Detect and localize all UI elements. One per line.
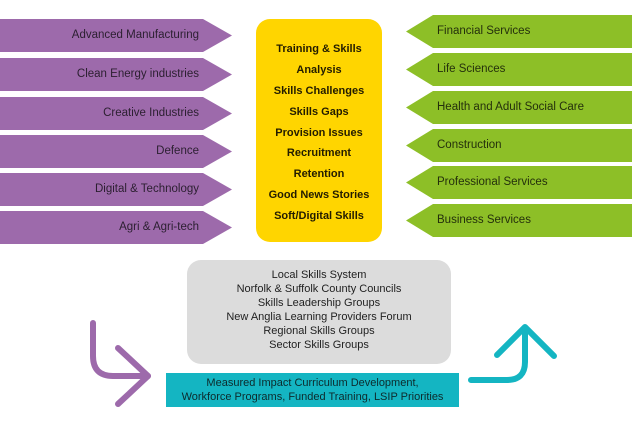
- arrow-shape: [406, 53, 632, 86]
- arrow-shape: [406, 204, 632, 237]
- arrow-shape: [0, 19, 232, 52]
- arrow-shape: [0, 135, 232, 168]
- sector-arrow-left: Advanced Manufacturing: [0, 19, 232, 52]
- sector-label: Business Services: [437, 214, 531, 226]
- skills-system-item: Regional Skills Groups: [263, 325, 375, 338]
- sector-label: Life Sciences: [437, 63, 506, 75]
- sector-label: Clean Energy industries: [76, 68, 199, 80]
- sector-label: Construction: [437, 139, 502, 151]
- arrow-shape: [406, 129, 632, 162]
- arrow-shape: [0, 211, 232, 244]
- topic-item: Provision Issues: [275, 126, 363, 139]
- sector-label: Advanced Manufacturing: [71, 29, 199, 41]
- topic-item: Analysis: [296, 63, 342, 76]
- sector-arrow-left: Agri & Agri-tech: [0, 211, 232, 244]
- skills-system-item: New Anglia Learning Providers Forum: [226, 311, 412, 324]
- topic-item: Training & Skills: [276, 43, 362, 55]
- arrow-shape: [406, 91, 632, 124]
- sector-arrow-left: Digital & Technology: [0, 173, 232, 206]
- arrow-shape: [0, 173, 232, 206]
- skills-system-item: Skills Leadership Groups: [257, 297, 381, 310]
- curved-arrow-right-up-icon: [468, 324, 557, 383]
- arrow-shape: [0, 97, 232, 130]
- sector-arrow-right: Professional Services: [406, 166, 632, 199]
- sector-arrow-right: Health and Adult Social Care: [406, 91, 632, 124]
- sector-label: Creative Industries: [103, 107, 199, 119]
- sector-arrow-right: Financial Services: [406, 15, 632, 48]
- topic-item: Soft/Digital Skills: [274, 210, 364, 223]
- sector-arrow-left: Defence: [0, 135, 232, 168]
- curved-arrow-down-right-icon: [90, 320, 151, 407]
- topic-item: Recruitment: [286, 147, 352, 160]
- outcome-line: Measured Impact Curriculum Development,: [206, 377, 419, 389]
- sector-arrow-right: Life Sciences: [406, 53, 632, 86]
- sector-label: Digital & Technology: [95, 183, 199, 195]
- skills-system-item: Sector Skills Groups: [269, 339, 369, 352]
- sector-label: Agri & Agri-tech: [119, 221, 199, 233]
- skills-system-item: Norfolk & Suffolk County Councils: [236, 283, 402, 296]
- skills-topics-box: Training & Skills Analysis Skills Challe…: [256, 19, 382, 242]
- sector-arrow-right: Construction: [406, 129, 632, 162]
- outcome-line: Workforce Programs, Funded Training, LSI…: [181, 391, 444, 403]
- topic-item: Skills Gaps: [289, 105, 349, 118]
- sector-label: Financial Services: [437, 25, 531, 37]
- topic-item: Retention: [293, 168, 345, 181]
- arrow-shape: [406, 166, 632, 199]
- arrow-shape: [406, 15, 632, 48]
- local-skills-system-box: Local Skills System Norfolk & Suffolk Co…: [187, 260, 451, 364]
- sector-label: Health and Adult Social Care: [437, 101, 585, 113]
- sector-arrow-left: Clean Energy industries: [0, 58, 232, 91]
- sector-label: Professional Services: [437, 176, 548, 188]
- skills-system-item: Local Skills System: [271, 269, 367, 281]
- arrow-shape: [0, 58, 232, 91]
- sector-arrow-left: Creative Industries: [0, 97, 232, 130]
- sector-label: Defence: [156, 145, 199, 157]
- sector-arrow-right: Business Services: [406, 204, 632, 237]
- outcomes-box: Measured Impact Curriculum Development, …: [166, 373, 459, 407]
- topic-item: Good News Stories: [268, 189, 370, 202]
- topic-item: Skills Challenges: [273, 84, 365, 97]
